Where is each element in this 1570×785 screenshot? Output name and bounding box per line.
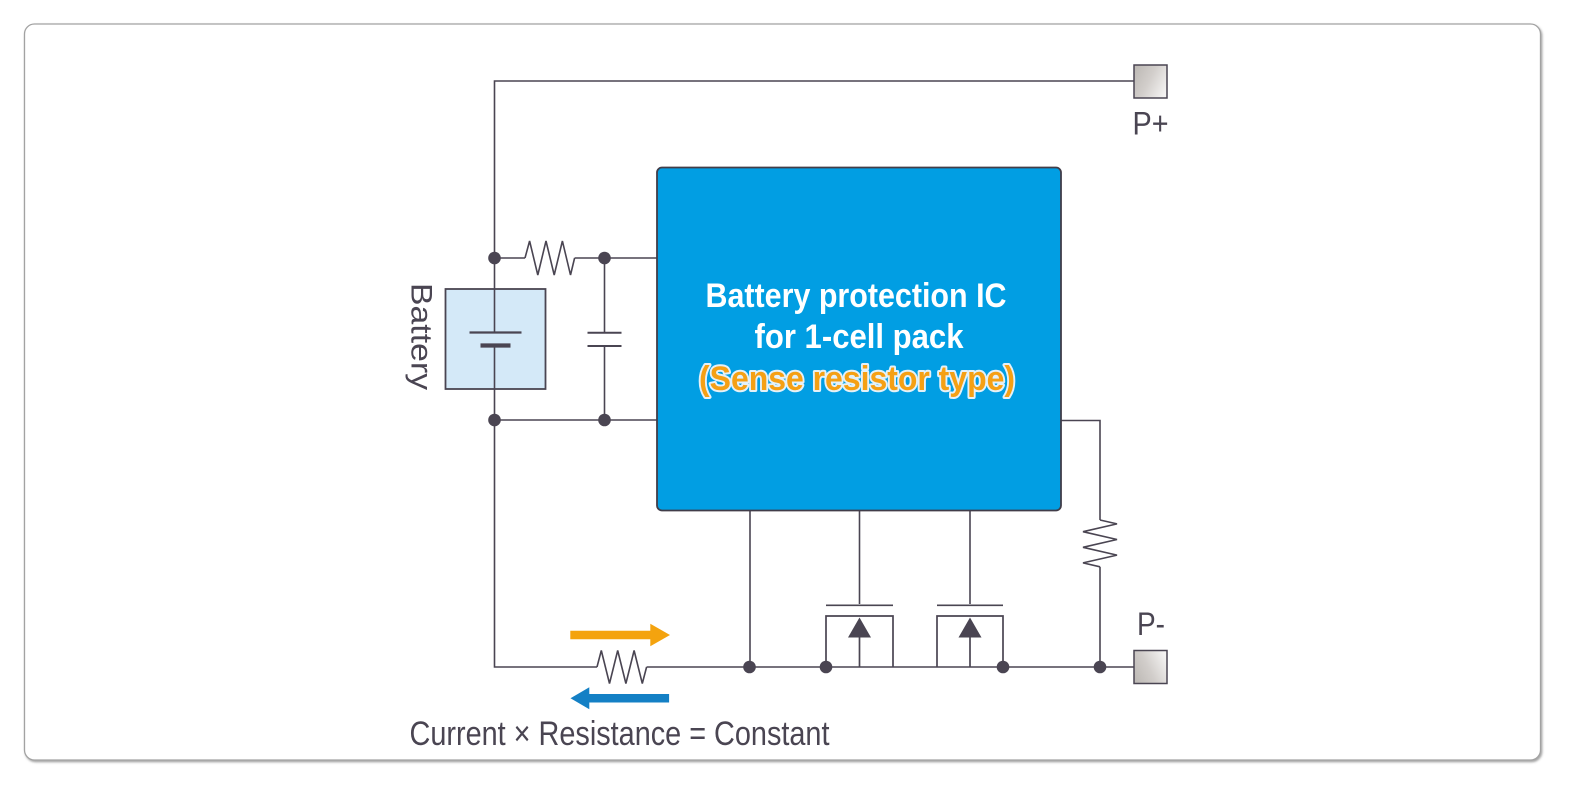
svg-text:P-: P- xyxy=(1137,606,1165,642)
svg-text:Battery protection IC: Battery protection IC xyxy=(706,277,1007,315)
svg-text:P+: P+ xyxy=(1133,106,1169,142)
svg-text:Current × Resistance = Constan: Current × Resistance = Constant xyxy=(410,715,830,753)
svg-text:(Sense resistor type): (Sense resistor type) xyxy=(699,360,1015,398)
svg-text:Battery: Battery xyxy=(405,283,438,390)
svg-text:for 1-cell pack: for 1-cell pack xyxy=(755,318,964,356)
